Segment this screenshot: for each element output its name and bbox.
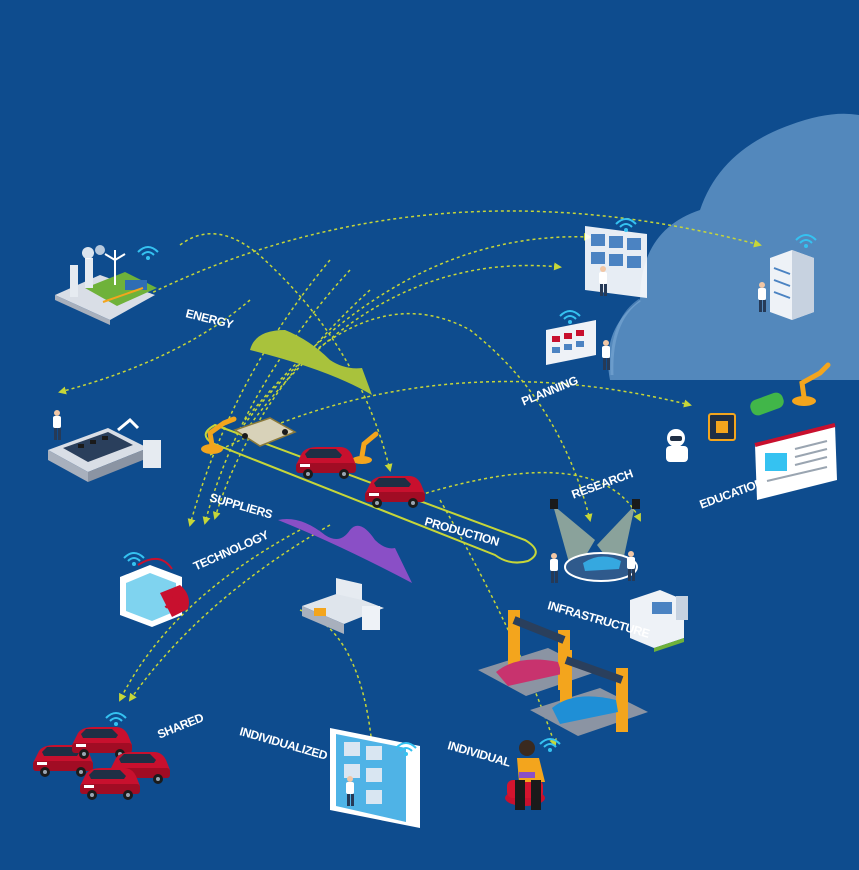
server-icon xyxy=(758,250,814,320)
printer-3d-icon xyxy=(120,558,189,627)
book-icon xyxy=(754,423,837,500)
assembly-machine xyxy=(48,410,161,482)
control-room xyxy=(585,226,647,298)
individual-user xyxy=(505,740,545,810)
green-wave xyxy=(250,330,372,395)
factory-icon xyxy=(55,245,157,325)
charging-gates xyxy=(478,610,648,736)
robot-arm-icon xyxy=(792,362,831,406)
tablet-icon xyxy=(330,728,420,828)
wifi-icon xyxy=(615,218,637,233)
wifi-icon xyxy=(559,310,581,325)
purple-wave xyxy=(278,519,412,583)
production-belt xyxy=(204,423,537,564)
wifi-icon xyxy=(105,712,127,727)
robot-arm-icon xyxy=(201,416,237,454)
research-stage xyxy=(550,499,640,583)
robot-arm-icon xyxy=(352,431,379,464)
transformer-icon xyxy=(630,590,688,652)
production-line xyxy=(201,416,425,508)
individualized-assembly xyxy=(302,578,384,634)
battery-icon xyxy=(750,392,784,416)
wifi-icon xyxy=(539,738,561,753)
car-icon xyxy=(296,447,356,479)
label-3d: 3D xyxy=(162,592,185,613)
chip-icon xyxy=(708,413,736,441)
education-props xyxy=(666,362,837,500)
robot-mini xyxy=(666,429,688,462)
wifi-icon xyxy=(137,246,159,261)
car-icon xyxy=(365,476,425,508)
shared-cars xyxy=(33,727,170,800)
planning-board xyxy=(546,320,610,370)
car-icon xyxy=(80,768,140,800)
